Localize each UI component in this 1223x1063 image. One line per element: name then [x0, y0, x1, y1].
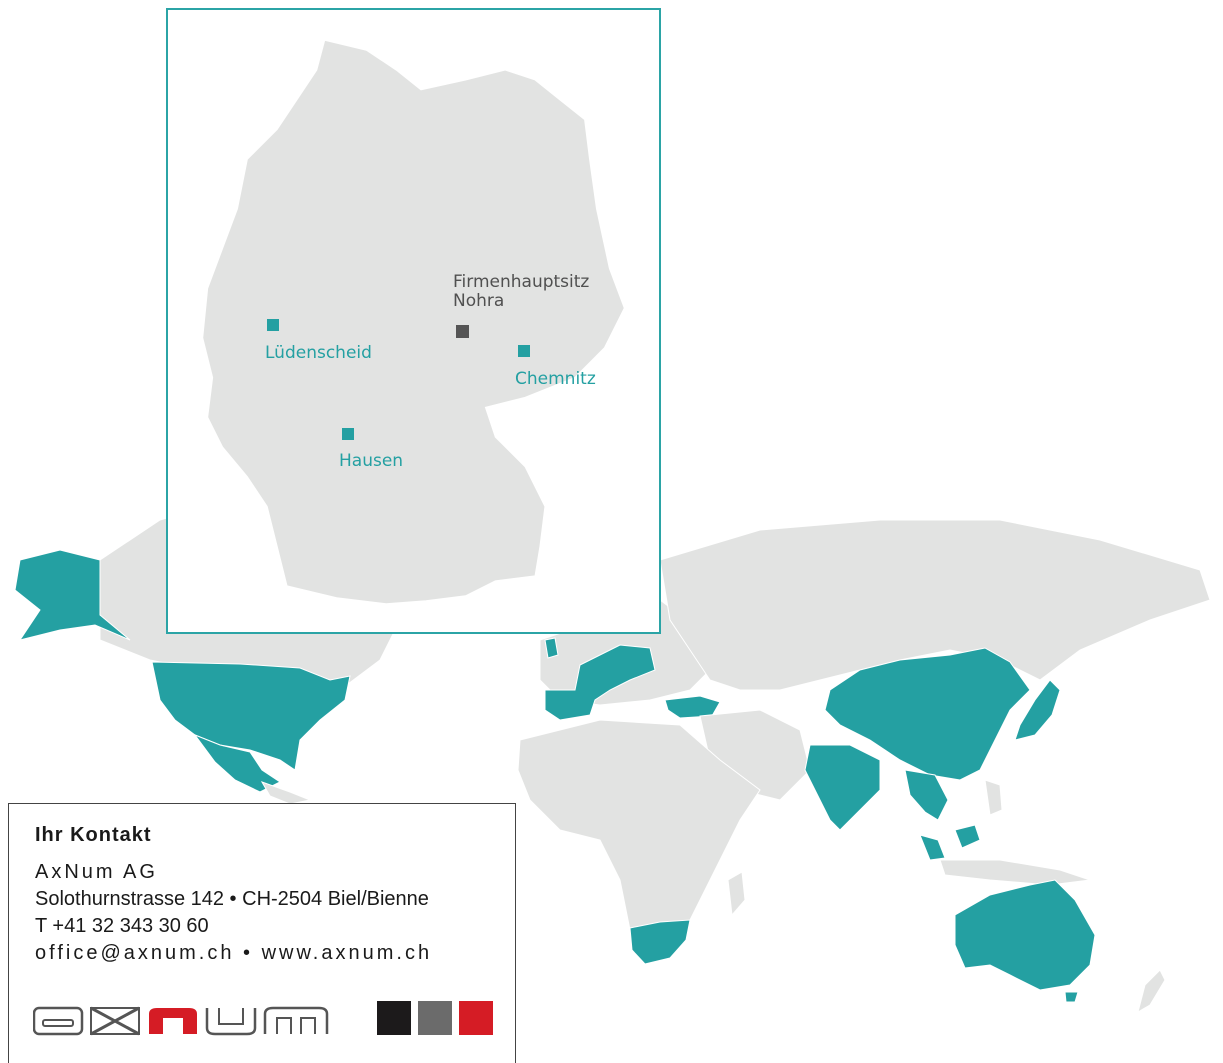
location-label-hausen: Hausen	[339, 451, 404, 471]
web-email: office@axnum.ch • www.axnum.ch	[35, 942, 433, 964]
region-mexico	[193, 733, 281, 793]
region-usa	[151, 661, 351, 771]
region-central-america	[260, 781, 312, 805]
location-label-luedenscheid: Lüdenscheid	[265, 343, 372, 363]
hq-label-line1: Firmenhauptsitz	[453, 272, 590, 292]
region-india	[804, 744, 881, 831]
swatch-gray	[418, 1001, 452, 1035]
region-madagascar	[727, 871, 746, 917]
germany-inset: Firmenhauptsitz Nohra Lüdenscheid Chemni…	[166, 8, 661, 634]
region-borneo	[954, 824, 981, 849]
region-southeast-asia	[904, 769, 949, 821]
swatch-red	[459, 1001, 493, 1035]
logo-row	[33, 1000, 493, 1036]
contact-box: Ihr Kontakt AxNum AG Solothurnstrasse 14…	[8, 803, 516, 1063]
location-marker-luedenscheid	[267, 319, 279, 331]
hq-marker	[456, 325, 469, 338]
swatch-black	[377, 1001, 411, 1035]
address: Solothurnstrasse 142 • CH-2504 Biel/Bien…	[35, 888, 429, 910]
region-china	[824, 647, 1031, 781]
location-marker-hausen	[342, 428, 354, 440]
region-tasmania	[1064, 991, 1079, 1003]
phone: T +41 32 343 30 60	[35, 915, 209, 937]
region-japan	[1014, 679, 1061, 741]
germany-shape	[202, 39, 625, 605]
region-australia	[954, 879, 1096, 991]
hq-label-line2: Nohra	[453, 291, 505, 311]
contact-heading: Ihr Kontakt	[35, 824, 152, 846]
location-marker-chemnitz	[518, 345, 530, 357]
germany-map	[202, 39, 625, 605]
region-alaska	[14, 549, 131, 641]
company-name: AxNum AG	[35, 861, 158, 883]
region-western-europe	[544, 644, 656, 721]
region-malaysia	[919, 834, 946, 861]
region-new-zealand	[1137, 969, 1166, 1014]
color-swatches	[377, 1001, 493, 1035]
region-philippines	[984, 779, 1003, 816]
region-south-africa	[629, 919, 691, 965]
region-uk	[544, 637, 559, 659]
axnum-logo	[33, 1006, 329, 1036]
location-label-chemnitz: Chemnitz	[515, 369, 596, 389]
region-indonesia	[939, 859, 1091, 886]
